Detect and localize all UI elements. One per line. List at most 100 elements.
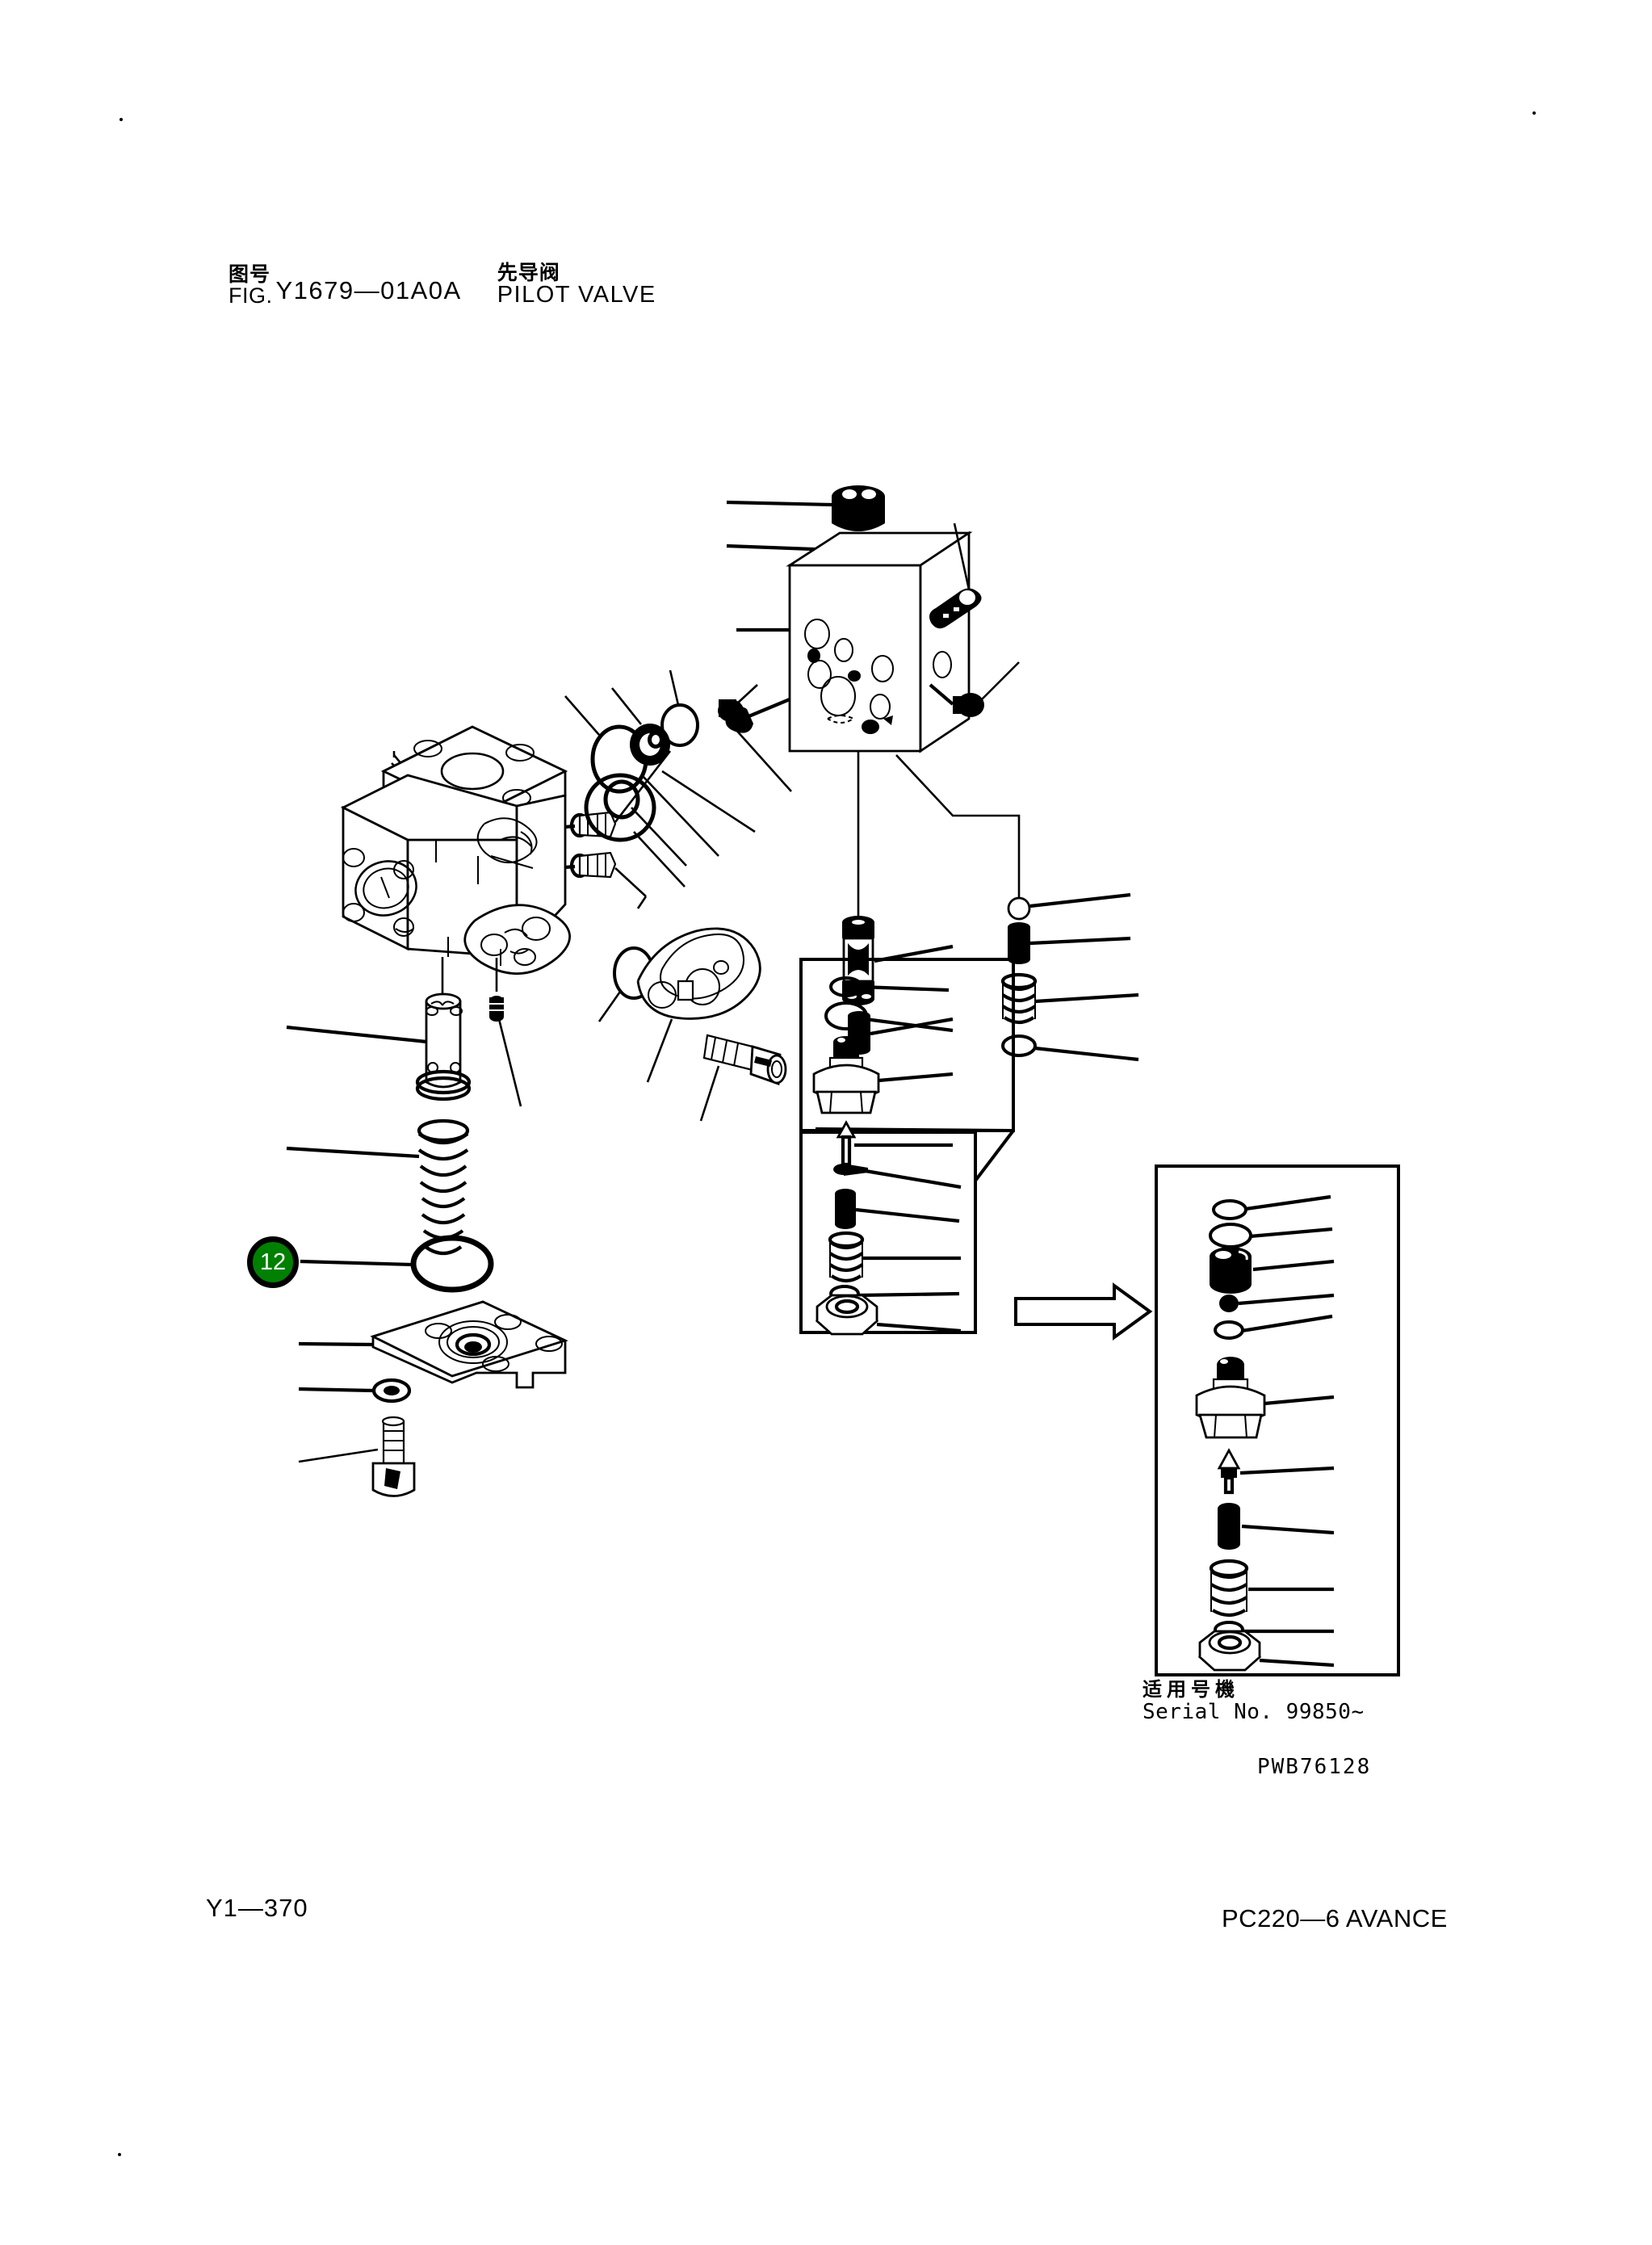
leader-line — [726, 500, 832, 507]
leader-line — [1252, 1259, 1335, 1272]
scan-speck — [118, 2153, 121, 2156]
leader-line — [633, 831, 686, 888]
right-spring — [1209, 1559, 1249, 1618]
leader-line — [610, 687, 643, 725]
spring-right — [1000, 972, 1038, 1025]
leader-line — [641, 774, 719, 857]
leader-line — [1245, 1194, 1331, 1211]
leader-line — [564, 695, 600, 736]
figure-number: Y1679—01A0A — [275, 276, 462, 305]
machine-model: PC220—6 AVANCE — [1222, 1904, 1448, 1932]
main-valve-body-assembly — [286, 725, 672, 1497]
leader-line — [646, 1018, 673, 1083]
leader-line — [298, 1341, 374, 1347]
o-ring-right — [1001, 1034, 1037, 1057]
pin-upper — [929, 588, 982, 629]
valve-body-housing — [340, 725, 571, 976]
leader-line — [736, 684, 758, 705]
scan-speck — [1533, 111, 1536, 115]
plug-screw-lower — [564, 851, 617, 879]
page-number: Y1—370 — [206, 1894, 308, 1922]
leader-line — [614, 750, 672, 823]
leader-line — [857, 1291, 960, 1298]
leader-line-12 — [300, 1259, 414, 1267]
leader-line — [981, 661, 1020, 700]
leader-line — [497, 1018, 522, 1107]
seal-kit-cluster — [564, 669, 758, 888]
leader-line — [298, 1387, 375, 1393]
figure-title-cjk: 先导阀 — [497, 261, 560, 284]
serial-number-caption: 适用号機 Serial No. 99850~ — [1143, 1678, 1365, 1725]
figure-id-group: 图号 FIG. Y1679—01A0A — [229, 264, 462, 307]
leader-line — [699, 1065, 720, 1122]
right-hex-nut — [1197, 1630, 1262, 1672]
leader-line — [953, 522, 971, 590]
leader-line — [860, 984, 950, 992]
right-bushing — [1210, 1247, 1252, 1294]
right-o-ring-large — [1209, 1223, 1252, 1248]
right-needle-poppet — [1217, 1448, 1241, 1495]
leader-line — [1029, 892, 1131, 908]
leader-line — [286, 1146, 420, 1159]
drawing-reference-code: PWB76128 — [1257, 1755, 1372, 1779]
detail-hex-nut — [815, 1294, 879, 1336]
serial-caption-en: Serial No. 99850~ — [1143, 1700, 1365, 1725]
right-washer-upper — [1214, 1320, 1244, 1340]
leader-line — [631, 807, 687, 867]
right-o-ring-small — [1212, 1199, 1247, 1220]
scan-speck — [119, 118, 123, 121]
port-cover-bracket — [597, 927, 787, 1122]
detail-expansion-arrow — [1014, 1282, 1153, 1341]
spool-cartridge — [415, 992, 472, 1102]
figure-title-en: PILOT VALVE — [497, 281, 656, 308]
leader-line — [597, 991, 622, 1022]
right-ball — [1219, 1295, 1239, 1312]
leader-line — [614, 867, 647, 897]
leader-line — [1029, 936, 1131, 946]
seal-ring-a — [660, 703, 699, 747]
leader-line — [1241, 1524, 1335, 1535]
right-spacer — [1218, 1503, 1240, 1550]
leader-line — [855, 1207, 960, 1223]
figure-label-cjk: 图号 — [229, 262, 271, 287]
leader-line — [298, 1448, 379, 1463]
o-ring-large-b — [584, 773, 656, 842]
spacer-right — [1008, 922, 1030, 964]
cover-plate — [370, 1300, 568, 1389]
upper-manifold-assembly — [725, 485, 1139, 1062]
leader-line — [669, 669, 680, 706]
backup-ring — [630, 724, 670, 766]
leader-line — [1034, 992, 1139, 1004]
figure-title-group: 先导阀 PILOT VALVE — [497, 262, 656, 307]
manifold-block-body — [786, 531, 973, 753]
plug-far-right — [718, 699, 744, 722]
figure-header: 图号 FIG. Y1679—01A0A 先导阀 PILOT VALVE — [229, 262, 656, 307]
leader-line — [661, 770, 756, 833]
detail-pin — [833, 1164, 868, 1176]
leader-line — [878, 1072, 954, 1083]
o-ring-main — [410, 1235, 494, 1293]
serial-caption-cjk: 适用号機 — [1143, 1678, 1239, 1701]
plug-right — [929, 683, 984, 717]
callout-badge-12[interactable]: 12 — [247, 1236, 299, 1288]
valve-seat-boss — [463, 904, 571, 976]
detail-box-center — [799, 958, 1015, 1336]
leader-line — [1249, 1227, 1333, 1239]
leader-line — [1259, 1658, 1335, 1668]
socket-head-bolt — [371, 1416, 416, 1497]
cap-nut — [832, 485, 885, 531]
coil-spring-main — [417, 1118, 470, 1256]
right-valve-seat — [1195, 1357, 1266, 1439]
washer-lower — [371, 1378, 412, 1404]
leader-line — [1034, 1046, 1139, 1062]
leader-line — [865, 1017, 954, 1033]
leader-line — [734, 728, 792, 792]
detail-valve-seat — [812, 1036, 880, 1114]
bracket-bolt — [702, 1034, 787, 1085]
o-ring-small-a — [603, 779, 640, 820]
detail-box-right — [1155, 1164, 1400, 1676]
leader-line — [1241, 1314, 1333, 1333]
small-plug-center — [489, 958, 504, 1022]
leader-line — [865, 1169, 962, 1190]
